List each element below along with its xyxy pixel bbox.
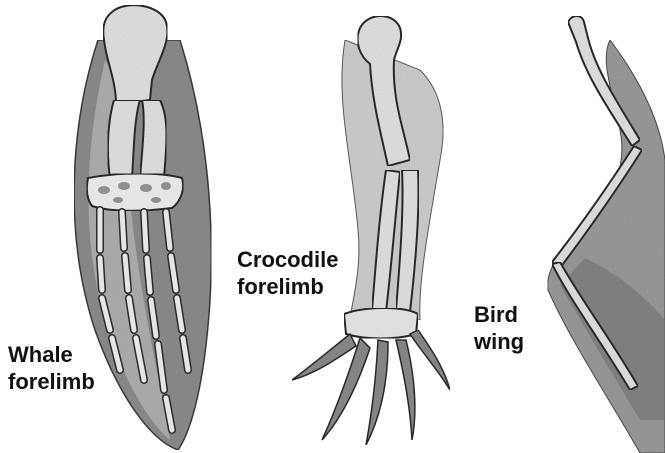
bird-wing-illustration: [548, 16, 665, 453]
whale-label-line1: Whale: [8, 341, 95, 368]
whale-ulna: [140, 100, 167, 178]
bird-label-line1: Bird: [474, 301, 524, 328]
crocodile-label-line1: Crocodile: [237, 246, 338, 273]
crocodile-label-line2: forelimb: [237, 273, 338, 300]
crocodile-wrist: [344, 308, 418, 339]
crocodile-forelimb-label: Crocodile forelimb: [237, 246, 338, 300]
bird-wing-label: Bird wing: [474, 301, 524, 355]
whale-label-line2: forelimb: [8, 368, 95, 395]
whale-forelimb-label: Whale forelimb: [8, 341, 95, 395]
bird-label-line2: wing: [474, 328, 524, 355]
crocodile-forelimb-illustration: [292, 16, 450, 445]
crocodile-claws: [292, 330, 450, 445]
